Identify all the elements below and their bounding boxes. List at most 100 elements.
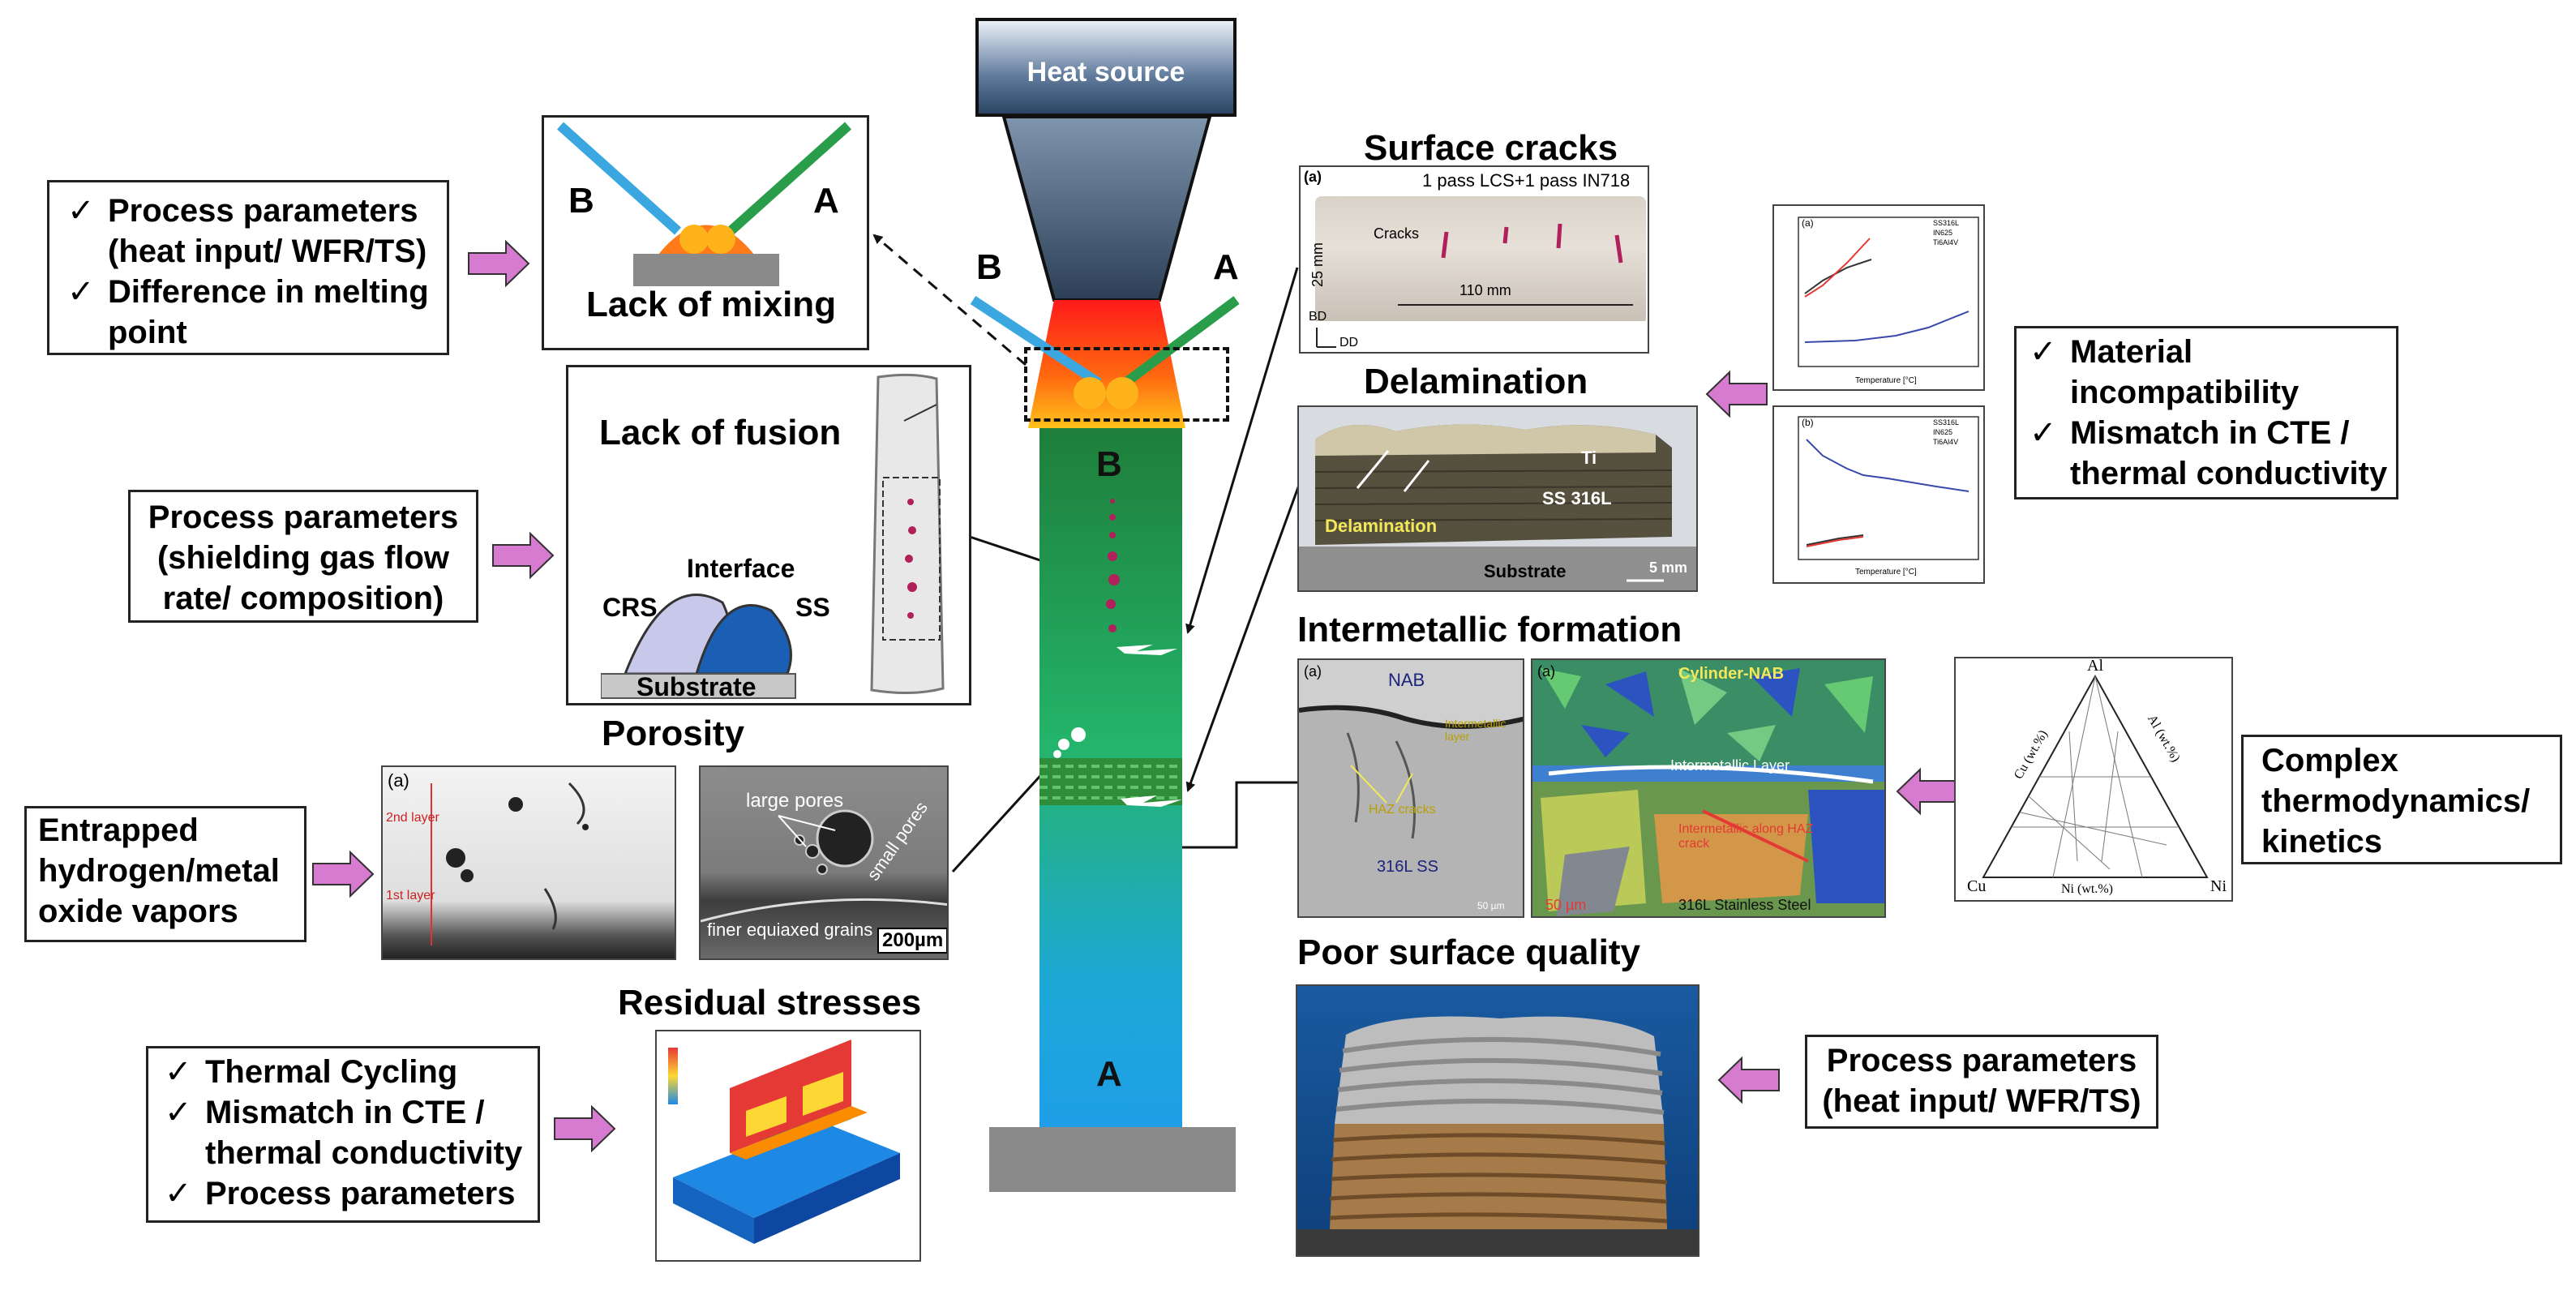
intermetallic-ss316-right: 316L Stainless Steel: [1678, 897, 1811, 913]
cracks-connector: [1185, 267, 1299, 634]
cracks-bd: BD: [1309, 310, 1327, 324]
mixing-cause-2: Difference in melting point: [58, 272, 439, 353]
wall-crack-upper: [1117, 645, 1177, 655]
intermetallic-sem: (a) NAB Intermetallic layer HAZ cracks 3…: [1297, 658, 1524, 918]
porosity-title: Porosity: [602, 714, 745, 753]
mixing-cause-1: Process parameters (heat input/ WFR/TS): [58, 191, 439, 272]
wire-a-label: A: [1213, 247, 1239, 287]
delam-cause-1: Material incompatibility: [2020, 332, 2393, 413]
cte-chart: (a) SS316L IN625 Ti6Al4V Temperature [°C…: [1772, 204, 1985, 391]
intermetallic-right-label: (a): [1537, 663, 1555, 680]
cracks-dd: DD: [1339, 336, 1359, 349]
wire-b-label: B: [976, 247, 1002, 287]
wall-b-label: B: [1096, 444, 1122, 484]
delamination-photo: Ti SS 316L Delamination Substrate 5 mm: [1297, 405, 1698, 592]
surface-cracks-title: Surface cracks: [1364, 128, 1618, 168]
mixing-connector: [872, 234, 1027, 367]
porosity-pink-arrow: [312, 850, 375, 898]
mixing-illustration: [556, 122, 852, 286]
mixing-title: Lack of mixing: [586, 285, 837, 324]
porosity-cause-box: Entrapped hydrogen/metal oxide vapors: [24, 806, 306, 942]
wall-crack-lower: [1121, 795, 1182, 807]
intermetallic-scale-right: 50 µm: [1545, 897, 1587, 913]
cte-legend-2: IN625: [1933, 229, 1953, 237]
intermetallic-layer2: Intermetallic Layer: [1670, 757, 1790, 774]
mixing-label-a: A: [813, 181, 839, 221]
delam-cause-box: Material incompatibility Mismatch in CTE…: [2014, 326, 2398, 499]
wire-b: [970, 295, 1102, 388]
residual-cause-3: Process parameters: [155, 1173, 531, 1214]
mixing-label-b: B: [568, 181, 594, 221]
intermetallic-cause-box: Complex thermodynamics/ kinetics: [2241, 735, 2562, 864]
porosity-layer1: 1st layer: [386, 889, 435, 902]
delam-substrate: Substrate: [1484, 561, 1567, 581]
fusion-micrograph: [847, 372, 966, 700]
intermetallic-title: Intermetallic formation: [1297, 610, 1682, 650]
ternary-diagram: Al Cu Ni Cu (wt.%) Al (wt.%) Ni (wt.%): [1954, 657, 2233, 902]
surface-quality-pink-arrow: [1717, 1056, 1780, 1104]
cte-legend-3: Ti6Al4V: [1933, 238, 1959, 247]
porosity-cause: Entrapped hydrogen/metal oxide vapors: [38, 812, 280, 929]
intermetallic-ebsd: (a) Cylinder-NAB Intermetallic Layer Int…: [1531, 658, 1886, 918]
mixing-cause-box: Process parameters (heat input/ WFR/TS) …: [47, 180, 449, 355]
nozzle: [1001, 115, 1212, 302]
delam-connector: [1185, 478, 1303, 792]
intermetallic-ss316: 316L SS: [1377, 858, 1438, 876]
intermetallic-cylinder-nab: Cylinder-NAB: [1678, 665, 1785, 683]
ternary-axis-ni: Ni (wt.%): [2061, 882, 2113, 896]
residual-pink-arrow: [554, 1104, 616, 1153]
cte-xlabel: Temperature [°C]: [1855, 376, 1917, 385]
fusion-illustration-box: Lack of fusion Interface CRS SS Substrat…: [566, 365, 971, 705]
intermetallic-left-label: (a): [1304, 663, 1322, 680]
conductivity-legend-2: IN625: [1933, 428, 1953, 436]
surface-quality-title: Poor surface quality: [1297, 932, 1641, 972]
fusion-interface-label: Interface: [687, 554, 795, 583]
porosity-panel-label: (a): [388, 770, 409, 791]
nozzle-and-arc: [1001, 115, 1212, 428]
intermetallic-pink-arrow: [1896, 767, 1958, 816]
porosity-grains: finer equiaxed grains: [707, 920, 873, 940]
fusion-pink-arrow: [492, 531, 555, 580]
residual-cause-box: Thermal Cycling Mismatch in CTE / therma…: [146, 1046, 540, 1223]
wall-defects: [1039, 499, 1182, 807]
residual-cause-2: Mismatch in CTE / thermal conductivity: [155, 1092, 531, 1173]
fusion-schematic: [601, 594, 796, 699]
feed-wires: [970, 295, 1240, 388]
delam-cause-2: Mismatch in CTE / thermal conductivity: [2020, 413, 2393, 494]
fusion-ss-label: SS: [795, 593, 830, 622]
intermetallic-cause: Complex thermodynamics/ kinetics: [2261, 743, 2531, 860]
intermetallic-haz: HAZ cracks: [1369, 803, 1436, 817]
porosity-micrograph-2: large pores small pores finer equiaxed g…: [699, 765, 949, 960]
cracks-length: 110 mm: [1459, 282, 1511, 298]
fusion-cause: Process parameters (shielding gas flow r…: [148, 499, 459, 616]
porosity-bubbles: [1053, 727, 1086, 758]
ternary-cu: Cu: [1967, 877, 1987, 895]
heat-source-label: Heat source: [1027, 57, 1185, 88]
fusion-substrate-label: Substrate: [636, 672, 757, 701]
residual-title: Residual stresses: [618, 983, 922, 1022]
intermetallic-haz2: Intermetallic along HAZ crack: [1678, 822, 1814, 851]
intermetallic-band-texture: [1039, 765, 1182, 800]
crack-specimen: [1315, 196, 1646, 321]
porosity-micrograph-1: (a) 2nd layer 1st layer: [381, 765, 676, 960]
delam-pink-arrow: [1705, 370, 1768, 418]
delam-label: Delamination: [1325, 516, 1438, 536]
melt-droplets: [1074, 377, 1138, 409]
porosity-large-pores: large pores: [746, 790, 844, 812]
cte-label: (a): [1802, 217, 1814, 229]
surface-quality-photo: [1296, 984, 1699, 1257]
porosity-scale: 200µm: [877, 928, 947, 954]
fusion-voids: [1106, 499, 1120, 632]
cte-legend-1: SS316L: [1933, 219, 1960, 227]
conductivity-legend-3: Ti6Al4V: [1933, 438, 1959, 446]
porosity-layer2: 2nd layer: [386, 811, 439, 825]
conductivity-label: (b): [1802, 417, 1814, 428]
fusion-crs-label: CRS: [602, 593, 658, 622]
base-plate: [989, 1127, 1236, 1192]
ternary-ni: Ni: [2210, 877, 2227, 895]
delam-ti: Ti: [1581, 448, 1597, 468]
cracks-height: 25 mm: [1309, 242, 1327, 288]
fusion-title: Lack of fusion: [599, 413, 842, 452]
wall-a-label: A: [1096, 1054, 1122, 1094]
conductivity-chart: (b) SS316L IN625 Ti6Al4V Temperature [°C…: [1772, 405, 1985, 584]
